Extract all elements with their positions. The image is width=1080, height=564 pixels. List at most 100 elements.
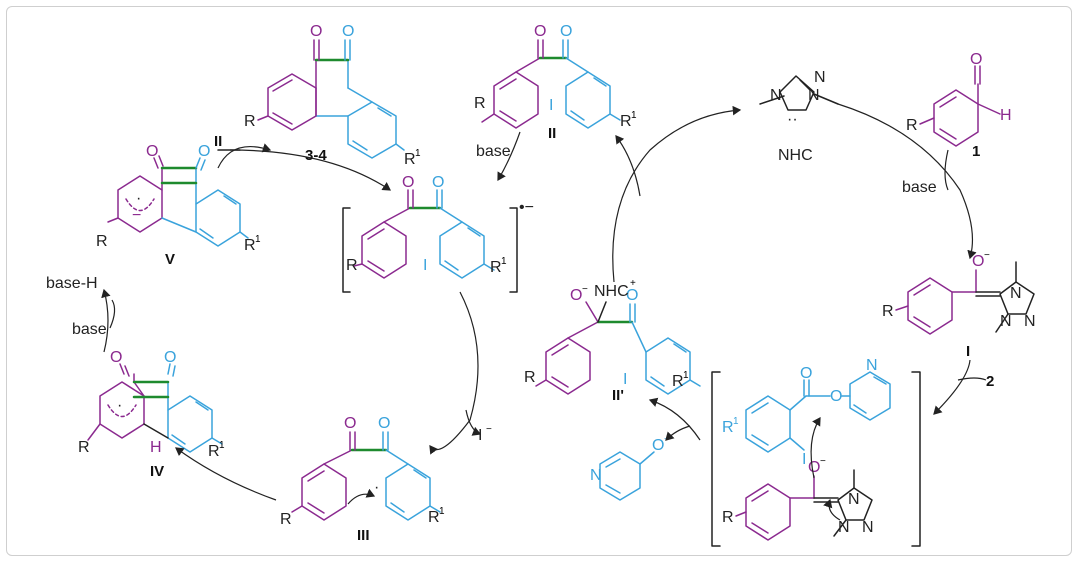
nitrogen-atom: N <box>808 87 820 104</box>
r-group: R <box>906 117 918 134</box>
hydrogen-atom: H <box>150 439 162 456</box>
radical-anion-charge: •− <box>519 199 534 216</box>
nitrogen-atom: N <box>848 491 860 508</box>
oxygen-atom: O <box>164 349 176 366</box>
intermediate-IV: · O O H R R 1 IV <box>78 349 225 480</box>
oxygen-atom: O <box>560 23 572 40</box>
iodine-atom: I <box>802 451 806 468</box>
radical-dot: · <box>117 397 122 414</box>
label-1: 1 <box>972 143 980 160</box>
oxygen-atom: O <box>800 365 812 382</box>
nitrogen-atom: N <box>862 519 874 536</box>
oxygen-atom: O <box>146 143 158 160</box>
r1-group: R <box>208 443 220 460</box>
r-group: R <box>346 257 358 274</box>
carbene-lone-pair: ·· <box>787 111 798 128</box>
reaction-arrows: II base I − base base-H base 2 <box>46 103 994 501</box>
intermediate-III: O O · R R 1 III <box>280 415 445 544</box>
r1-group: R <box>244 237 256 254</box>
minus-charge: − <box>132 207 141 224</box>
oxygen-atom: O <box>970 51 982 68</box>
oxygen-atom: O <box>808 459 820 476</box>
r-group: R <box>96 233 108 250</box>
r1-group: R <box>672 373 684 390</box>
r1-superscript: 1 <box>631 110 637 121</box>
minus-charge: − <box>984 250 990 261</box>
r-group: R <box>78 439 90 456</box>
oxygen-atom: O <box>432 174 444 191</box>
oxygen-atom: O <box>344 415 356 432</box>
r1-superscript: 1 <box>683 370 689 381</box>
label-IV: IV <box>150 463 164 480</box>
nitrogen-atom: N <box>814 69 826 86</box>
r1-group: R <box>490 259 502 276</box>
nitrogen-atom: N <box>866 357 878 374</box>
oxygen-atom: O <box>310 23 322 40</box>
product-3-4: O O R R 1 3-4 <box>244 23 421 168</box>
label-NHC: NHC <box>778 147 813 164</box>
oxygen-atom: O <box>626 287 638 304</box>
hydrogen-atom: H <box>1000 107 1012 124</box>
base-label-left: base <box>72 321 107 338</box>
tetrahedral-intermediate-II-prime: O O − NHC + I R R 1 II' <box>524 278 701 404</box>
acyl-transfer-complex: O O I R 1 N O − N N N R <box>711 357 921 547</box>
label-2: 2 <box>986 373 994 390</box>
radical-dot: · <box>374 479 379 496</box>
nitrogen-atom: N <box>838 519 850 536</box>
oxygen-atom: O <box>402 174 414 191</box>
minus-charge: − <box>820 456 826 467</box>
r1-superscript: 1 <box>733 416 739 427</box>
pyridinolate: N O − <box>590 434 670 501</box>
label-V: V <box>165 251 175 268</box>
oxygen-atom: O <box>534 23 546 40</box>
nitrogen-atom: N <box>1010 285 1022 302</box>
base-label: base <box>476 143 511 160</box>
iodide-charge: − <box>486 424 492 435</box>
nitrogen-atom: N <box>1000 313 1012 330</box>
intermediate-II-top: O O I R R 1 II <box>474 23 637 142</box>
r-group: R <box>722 509 734 526</box>
r-group: R <box>244 113 256 130</box>
oxygen-atom: O <box>198 143 210 160</box>
label-II-left: II <box>214 133 222 150</box>
radical-anion-II: •− O O I R R 1 <box>342 174 534 293</box>
minus-charge: − <box>582 284 588 295</box>
nhc-catalyst: N N N ·· NHC <box>759 69 839 164</box>
label-II-top: II <box>548 125 556 142</box>
r1-superscript: 1 <box>255 234 261 245</box>
plus-charge: + <box>630 278 636 289</box>
r1-superscript: 1 <box>415 148 421 159</box>
r1-group: R <box>620 113 632 130</box>
r-group: R <box>474 95 486 112</box>
base-h-label: base-H <box>46 275 98 292</box>
oxygen-atom: O <box>972 253 984 270</box>
oxygen-atom: O <box>110 349 122 366</box>
label-II-prime: II' <box>612 387 624 404</box>
r-group: R <box>524 369 536 386</box>
nitrogen-atom: N <box>590 467 602 484</box>
r-group: R <box>882 303 894 320</box>
nitrogen-atom: N <box>770 87 782 104</box>
base-label-right: base <box>902 179 937 196</box>
iodine-atom: I <box>623 371 627 388</box>
r-group: R <box>280 511 292 528</box>
label-3-4: 3-4 <box>305 147 327 164</box>
r1-superscript: 1 <box>439 506 445 517</box>
breslow-intermediate-I: O − N N N R I <box>882 250 1036 360</box>
r1-group: R <box>722 419 734 436</box>
r1-group: R <box>428 509 440 526</box>
figure-frame <box>6 6 1072 556</box>
intermediate-V: · O O − R R 1 V <box>96 143 261 268</box>
iodide-label: I <box>478 427 482 444</box>
r1-superscript: 1 <box>219 440 225 451</box>
iodine-atom: I <box>549 97 553 114</box>
nhc-plus: NHC <box>594 283 629 300</box>
r1-superscript: 1 <box>501 256 507 267</box>
oxygen-atom: O <box>570 287 582 304</box>
nitrogen-atom: N <box>1024 313 1036 330</box>
radical-dot: · <box>136 190 141 207</box>
r1-group: R <box>404 151 416 168</box>
iodine-atom: I <box>423 257 427 274</box>
oxygen-atom: O <box>830 388 842 405</box>
